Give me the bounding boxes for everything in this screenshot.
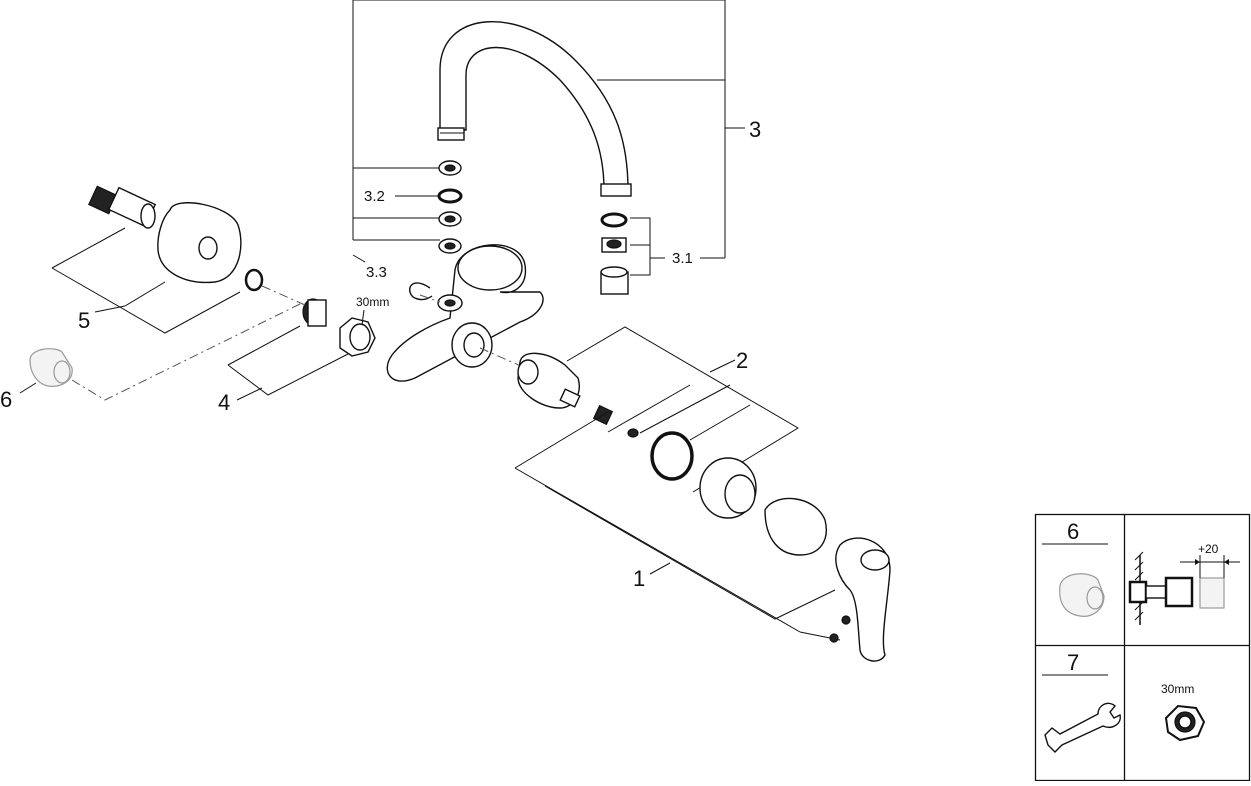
extension-piece-6 bbox=[19, 348, 73, 394]
callout-3-1: 3.1 bbox=[672, 250, 693, 267]
table-row2-label: 7 bbox=[1067, 650, 1079, 675]
callout-4: 4 bbox=[218, 390, 230, 415]
wrench-icon bbox=[1044, 702, 1121, 753]
callout-3: 3 bbox=[749, 117, 761, 142]
table-row1-label: 6 bbox=[1067, 519, 1079, 544]
extension-piece-thumbnail bbox=[1059, 573, 1105, 617]
spout-bracket-3 bbox=[352, 0, 745, 259]
callout-6: 6 bbox=[0, 387, 12, 412]
retaining-clip bbox=[352, 254, 433, 301]
spout-seal-stack bbox=[353, 160, 463, 254]
spout-tube bbox=[437, 20, 632, 197]
nut-size-label: 30mm bbox=[356, 295, 389, 309]
mixer-body bbox=[386, 244, 544, 382]
wall-mount-dimension-drawing bbox=[1128, 551, 1240, 625]
handle-group-1 bbox=[514, 411, 891, 662]
cartridge-group-2 bbox=[517, 326, 799, 519]
callout-3-3: 3.3 bbox=[366, 264, 387, 281]
callout-2: 2 bbox=[736, 348, 748, 373]
info-table bbox=[1034, 513, 1251, 782]
dimension-label: +20 bbox=[1198, 542, 1219, 556]
callout-3-2: 3.2 bbox=[364, 188, 385, 205]
aerator-parts-3-1 bbox=[600, 212, 665, 295]
callout-5: 5 bbox=[78, 308, 90, 333]
callout-1: 1 bbox=[633, 566, 645, 591]
inlet-connector-group-5 bbox=[51, 185, 264, 334]
nut-icon bbox=[1164, 704, 1206, 742]
tool-size-label: 30mm bbox=[1161, 682, 1194, 696]
eccentric-fitting-group-4 bbox=[227, 298, 376, 401]
